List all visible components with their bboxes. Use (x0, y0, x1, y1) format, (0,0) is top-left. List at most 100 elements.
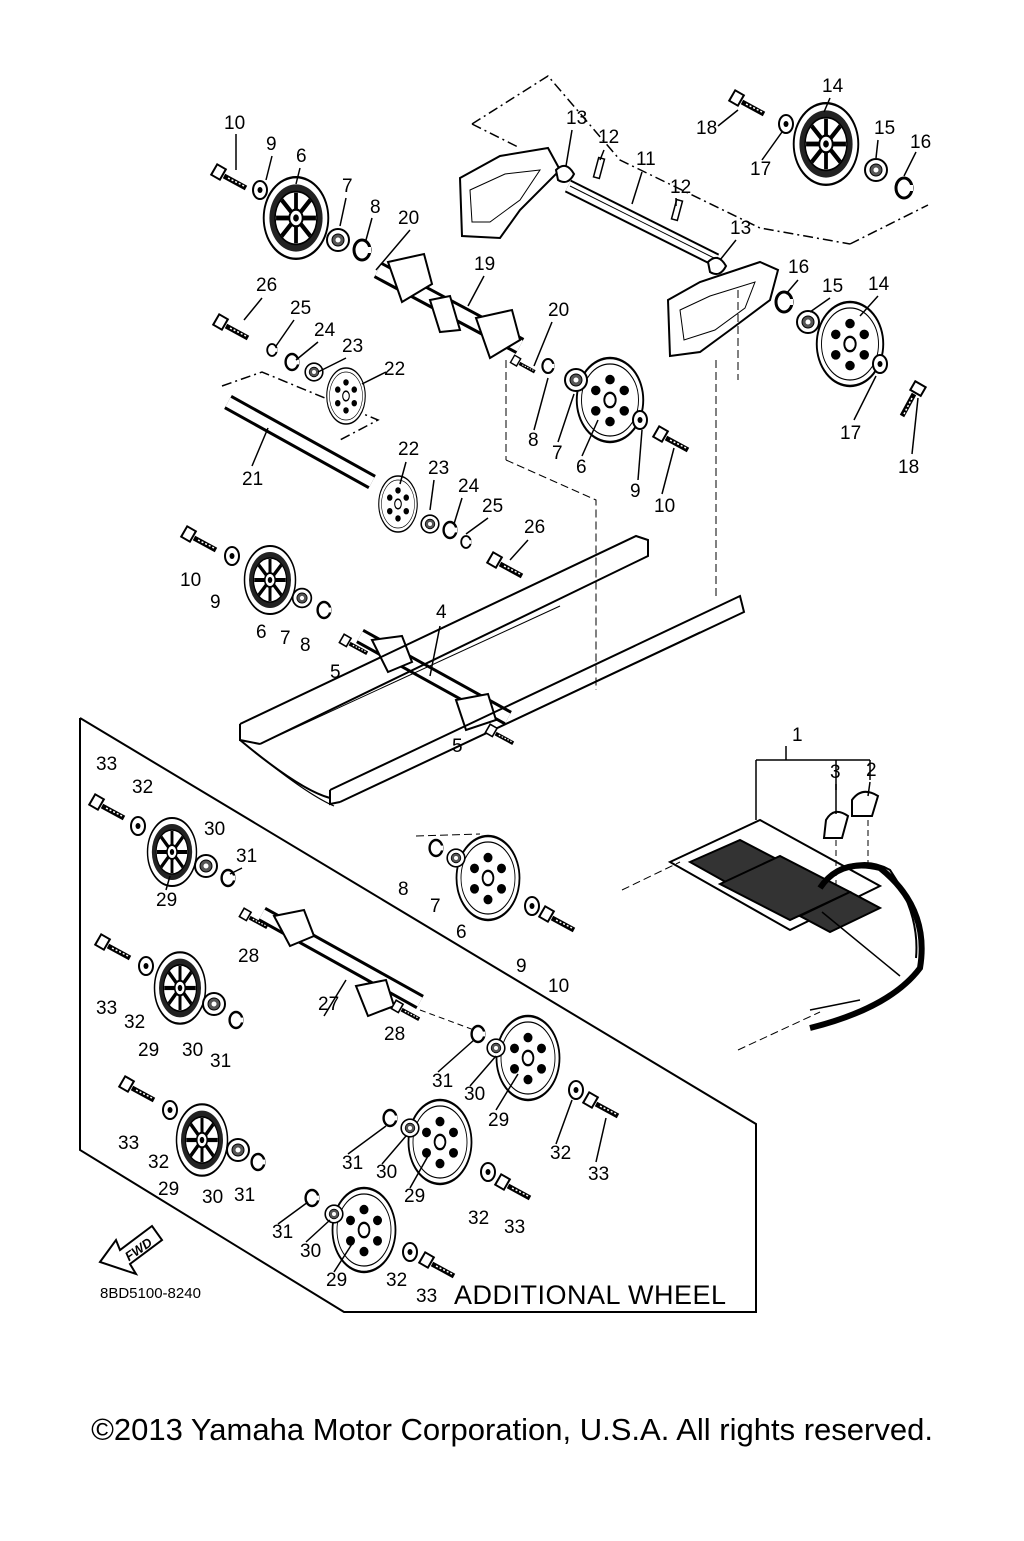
callout-15: 15 (874, 118, 895, 139)
callout-18: 18 (696, 118, 717, 139)
callout-7: 7 (430, 896, 441, 917)
callout-29: 29 (156, 890, 177, 911)
callout-17: 17 (840, 423, 861, 444)
callout-13: 13 (730, 218, 751, 239)
callout-22: 22 (398, 439, 419, 460)
callout-31: 31 (342, 1153, 363, 1174)
callout-33: 33 (118, 1133, 139, 1154)
callout-29: 29 (404, 1186, 425, 1207)
callout-30: 30 (204, 819, 225, 840)
callout-19: 19 (474, 254, 495, 275)
callout-10: 10 (548, 976, 569, 997)
callout-32: 32 (386, 1270, 407, 1291)
callout-14: 14 (868, 274, 890, 295)
callout-29: 29 (488, 1110, 509, 1131)
callout-30: 30 (300, 1241, 321, 1262)
callout-9: 9 (210, 592, 221, 613)
callout-12: 12 (598, 127, 619, 148)
callout-4: 4 (436, 602, 447, 623)
callout-32: 32 (468, 1208, 489, 1229)
track-assembly (415, 759, 925, 1051)
callout-1: 1 (792, 725, 803, 746)
upper-assembly (221, 75, 929, 807)
callout-12: 12 (670, 177, 691, 198)
callout-9: 9 (266, 134, 277, 155)
callout-23: 23 (342, 336, 363, 357)
left-bracket (458, 146, 562, 240)
callout-30: 30 (202, 1187, 223, 1208)
callout-18: 18 (898, 457, 919, 478)
callout-32: 32 (148, 1152, 169, 1173)
callout-30: 30 (376, 1162, 397, 1183)
callout-15: 15 (822, 276, 843, 297)
callout-22: 22 (384, 359, 405, 380)
callout-6: 6 (576, 457, 587, 478)
callout-6: 6 (456, 922, 467, 943)
callout-32: 32 (550, 1143, 571, 1164)
callout-14: 14 (822, 76, 844, 97)
callout-labels: 10 9 6 7 8 20 13 12 11 12 13 14 18 17 15… (96, 76, 931, 1307)
callout-25: 25 (290, 298, 311, 319)
callout-29: 29 (326, 1270, 347, 1291)
right-bracket (666, 260, 780, 358)
callout-10: 10 (224, 113, 245, 134)
callout-26: 26 (524, 517, 545, 538)
leader-lines (165, 97, 919, 1273)
callout-6: 6 (296, 146, 307, 167)
callout-33: 33 (96, 998, 117, 1019)
callout-29: 29 (138, 1040, 159, 1061)
copyright-notice: ©2013 Yamaha Motor Corporation, U.S.A. A… (91, 1412, 933, 1447)
callout-8: 8 (370, 197, 381, 218)
callout-28: 28 (384, 1024, 405, 1045)
callout-25: 25 (482, 496, 503, 517)
callout-33: 33 (416, 1286, 437, 1307)
callout-8: 8 (528, 430, 539, 451)
callout-11: 11 (636, 149, 656, 170)
callout-33: 33 (96, 754, 117, 775)
callout-16: 16 (910, 132, 931, 153)
callout-31: 31 (272, 1222, 293, 1243)
callout-31: 31 (210, 1051, 231, 1072)
callout-31: 31 (234, 1185, 255, 1206)
callout-8: 8 (398, 879, 409, 900)
callout-5: 5 (452, 736, 463, 757)
callout-7: 7 (552, 443, 563, 464)
callout-5: 5 (330, 662, 341, 683)
callout-21: 21 (242, 469, 263, 490)
callout-29: 29 (158, 1179, 179, 1200)
callout-26: 26 (256, 275, 277, 296)
callout-9: 9 (516, 956, 527, 977)
callout-10: 10 (654, 496, 675, 517)
callout-23: 23 (428, 458, 449, 479)
callout-16: 16 (788, 257, 809, 278)
callout-24: 24 (458, 476, 480, 497)
upper-wheels (181, 90, 925, 743)
callout-30: 30 (182, 1040, 203, 1061)
callout-31: 31 (432, 1071, 453, 1092)
callout-13: 13 (566, 108, 587, 129)
callout-33: 33 (504, 1217, 525, 1238)
callout-7: 7 (342, 176, 353, 197)
callout-3: 3 (830, 762, 841, 783)
additional-wheel-caption: ADDITIONAL WHEEL (454, 1280, 727, 1310)
callout-28: 28 (238, 946, 259, 967)
drawing-code: 8BD5100-8240 (100, 1285, 201, 1302)
callout-20: 20 (548, 300, 569, 321)
callout-24: 24 (314, 320, 336, 341)
forward-arrow-icon: FWD (98, 1224, 164, 1276)
callout-32: 32 (132, 777, 153, 798)
callout-9: 9 (630, 481, 641, 502)
callout-8: 8 (300, 635, 311, 656)
callout-32: 32 (124, 1012, 145, 1033)
callout-10: 10 (180, 570, 201, 591)
callout-7: 7 (280, 628, 291, 649)
callout-2: 2 (866, 760, 877, 781)
callout-20: 20 (398, 208, 419, 229)
callout-33: 33 (588, 1164, 609, 1185)
callout-17: 17 (750, 159, 771, 180)
callout-6: 6 (256, 622, 267, 643)
callout-30: 30 (464, 1084, 485, 1105)
callout-31: 31 (236, 846, 257, 867)
